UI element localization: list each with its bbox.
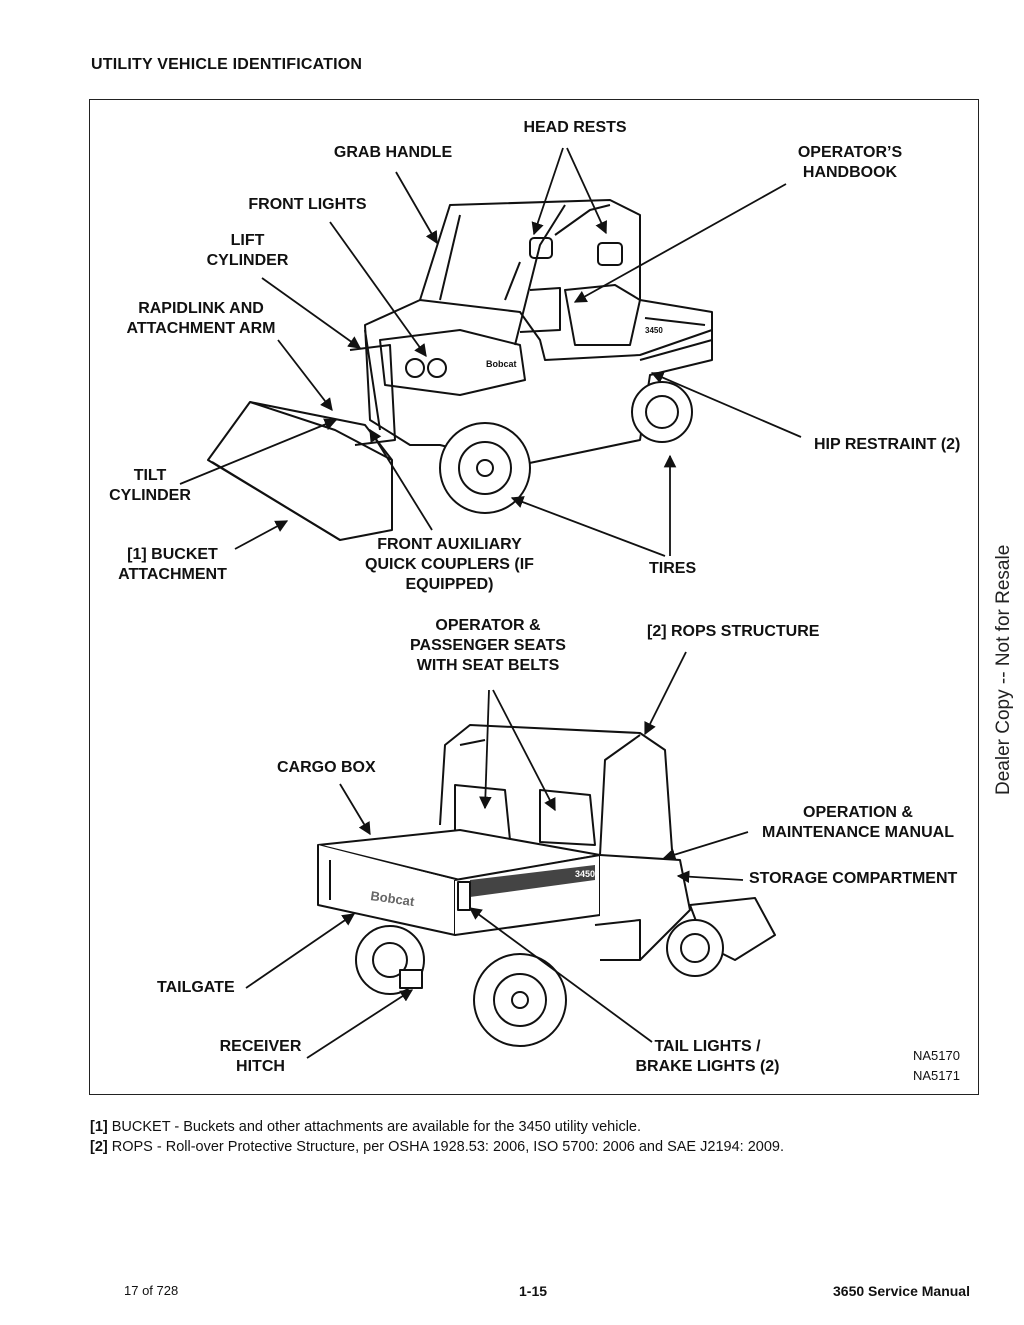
vehicle-identification-figure bbox=[89, 99, 979, 1095]
page-count: 17 of 728 bbox=[124, 1283, 179, 1298]
label-tires: TIRES bbox=[649, 560, 697, 577]
label-cargo-box: CARGO BOX bbox=[277, 759, 376, 776]
rear-rops bbox=[439, 724, 673, 851]
label-lift-cylinder: LIFT CYLINDER bbox=[206, 232, 289, 269]
footnote-marker: [1] bbox=[90, 1119, 108, 1135]
figure-id-1: NA5170 bbox=[913, 1048, 960, 1063]
label-storage-compartment: STORAGE COMPARTMENT bbox=[749, 870, 958, 887]
manual-title: 3650 Service Manual bbox=[833, 1283, 970, 1299]
model-marking-rear: 3450 bbox=[575, 869, 595, 879]
label-tail-lights: TAIL LIGHTS / BRAKE LIGHTS (2) bbox=[635, 1038, 780, 1075]
footnote-text: ROPS - Roll-over Protective Structure, p… bbox=[107, 1139, 784, 1155]
footnote-text: BUCKET - Buckets and other attachments a… bbox=[107, 1119, 642, 1135]
footnote-bucket: [1] BUCKET - Buckets and other attachmen… bbox=[90, 1119, 641, 1135]
model-marking-front: 3450 bbox=[645, 326, 663, 335]
front-view-vehicle bbox=[207, 199, 713, 541]
brand-marking-rear: Bobcat bbox=[370, 888, 416, 909]
figure-id-2: NA5171 bbox=[913, 1068, 960, 1083]
label-front-lights: FRONT LIGHTS bbox=[248, 196, 367, 213]
footnote-rops: [2] ROPS - Roll-over Protective Structur… bbox=[90, 1139, 784, 1155]
label-receiver-hitch: RECEIVER HITCH bbox=[219, 1038, 302, 1075]
front-rops bbox=[419, 199, 641, 301]
label-hip-restraint: HIP RESTRAINT (2) bbox=[814, 436, 961, 453]
label-grab-handle: GRAB HANDLE bbox=[333, 144, 453, 161]
brand-marking-front: Bobcat bbox=[486, 359, 517, 369]
bucket-shape bbox=[207, 401, 393, 541]
label-front-auxiliary: FRONT AUXILIARY QUICK COUPLERS (IF EQUIP… bbox=[365, 536, 534, 593]
label-tailgate: TAILGATE bbox=[157, 979, 235, 996]
section-title: UTILITY VEHICLE IDENTIFICATION bbox=[91, 56, 363, 73]
label-bucket-attachment: [1] BUCKET ATTACHMENT bbox=[118, 546, 227, 583]
footnote-marker: [2] bbox=[90, 1139, 108, 1155]
front-wheel bbox=[439, 422, 531, 514]
rear-view-vehicle bbox=[317, 724, 776, 1047]
rear-wheel bbox=[473, 953, 567, 1047]
dealer-watermark: Dealer Copy -- Not for Resale bbox=[993, 544, 1014, 795]
label-rapidlink: RAPIDLINK AND ATTACHMENT ARM bbox=[126, 300, 276, 337]
label-head-rests: HEAD RESTS bbox=[523, 119, 627, 136]
label-operators-handbook: OPERATOR’S HANDBOOK bbox=[797, 144, 903, 181]
page-number: 1-15 bbox=[519, 1283, 548, 1299]
label-rops-structure: [2] ROPS STRUCTURE bbox=[647, 623, 820, 640]
label-operator-seats: OPERATOR & PASSENGER SEATS WITH SEAT BEL… bbox=[410, 617, 566, 674]
label-tilt-cylinder: TILT CYLINDER bbox=[109, 467, 191, 504]
label-operation-manual: OPERATION & MAINTENANCE MANUAL bbox=[762, 804, 954, 841]
